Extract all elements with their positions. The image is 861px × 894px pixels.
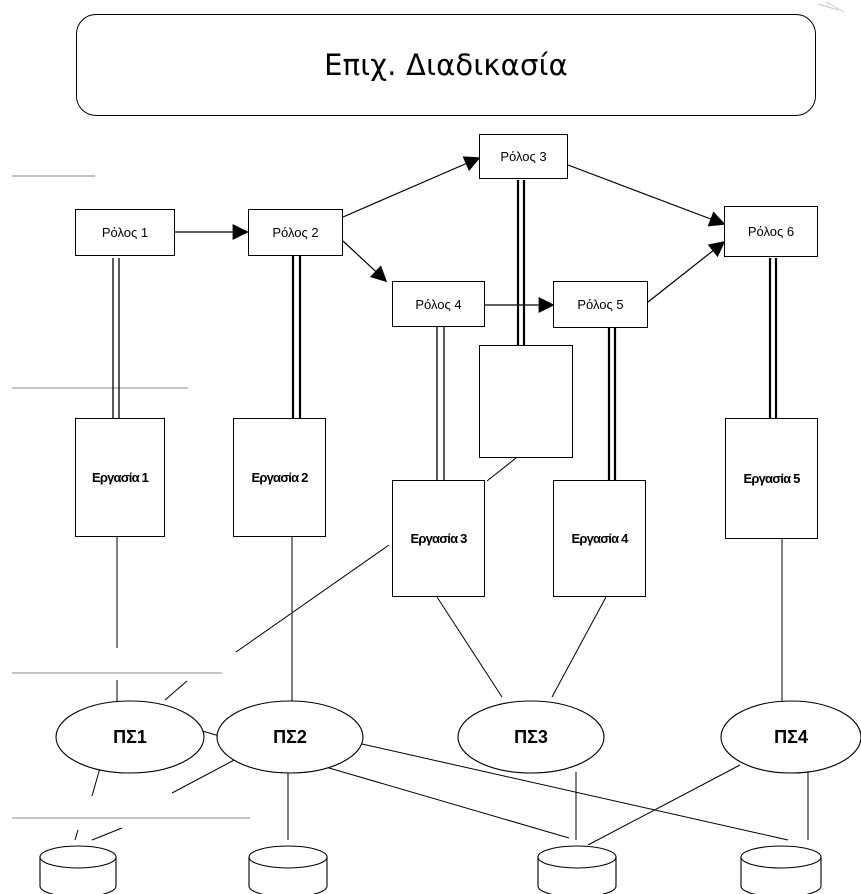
role-label: Ρόλος 2 xyxy=(272,225,319,240)
system-ellipse-ps3 xyxy=(457,700,605,774)
role-box-2: Ρόλος 2 xyxy=(248,209,343,256)
role-label: Ρόλος 1 xyxy=(101,225,149,240)
corner-mark-icon xyxy=(817,1,845,13)
arrow-role2-role4 xyxy=(342,240,388,283)
system-ellipse-ps4 xyxy=(720,700,861,774)
role-box-5: Ρόλος 5 xyxy=(553,281,648,328)
task-system-connectors xyxy=(116,457,783,704)
system-ellipse-ps1 xyxy=(55,700,205,774)
task-box-3: Εργασία 3 xyxy=(392,480,485,597)
role-box-1: Ρόλος 1 xyxy=(75,209,175,256)
system-label-ps3: ΠΣ3 xyxy=(514,726,548,747)
task-box-5: Εργασία 5 xyxy=(725,418,818,539)
process-title-box: Επιχ. Διαδικασία xyxy=(76,14,816,116)
system-database-connectors xyxy=(74,727,809,846)
arrow-role2-role3 xyxy=(342,156,481,218)
empty-box xyxy=(479,345,573,458)
arrow-role5-role6 xyxy=(647,241,726,303)
role-box-6: Ρόλος 6 xyxy=(724,206,818,257)
role-box-3: Ρόλος 3 xyxy=(479,134,568,179)
database-2 xyxy=(248,845,328,894)
separator-lines xyxy=(12,175,250,819)
role-flow-arrows xyxy=(175,156,726,313)
system-ellipse-ps2 xyxy=(216,700,364,774)
role-label: Ρόλος 6 xyxy=(747,224,795,239)
role-label: Ρόλος 3 xyxy=(500,149,547,164)
role-task-connectors xyxy=(112,180,778,480)
process-title: Επιχ. Διαδικασία xyxy=(324,48,568,82)
database-1 xyxy=(39,845,117,894)
task-box-2: Εργασία 2 xyxy=(233,418,326,537)
role-box-4: Ρόλος 4 xyxy=(392,281,485,327)
system-label-ps4: ΠΣ4 xyxy=(774,726,808,747)
role-label: Ρόλος 4 xyxy=(415,296,462,312)
task-label: Εργασία 4 xyxy=(571,531,628,546)
task-label: Εργασία 5 xyxy=(743,471,800,486)
database-3 xyxy=(537,845,617,894)
role-label: Ρόλος 5 xyxy=(577,297,624,312)
system-label-ps2: ΠΣ2 xyxy=(273,726,307,747)
system-label-ps1: ΠΣ1 xyxy=(113,726,147,747)
arrow-role3-role6 xyxy=(567,164,726,227)
task-label: Εργασία 3 xyxy=(410,531,467,546)
database-cylinders xyxy=(39,845,822,894)
task-box-4: Εργασία 4 xyxy=(553,480,646,597)
task-label: Εργασία 1 xyxy=(91,470,149,485)
task-label: Εργασία 2 xyxy=(251,470,308,485)
database-4 xyxy=(740,845,822,894)
system-ellipses xyxy=(55,700,861,774)
task-box-1: Εργασία 1 xyxy=(75,418,165,537)
